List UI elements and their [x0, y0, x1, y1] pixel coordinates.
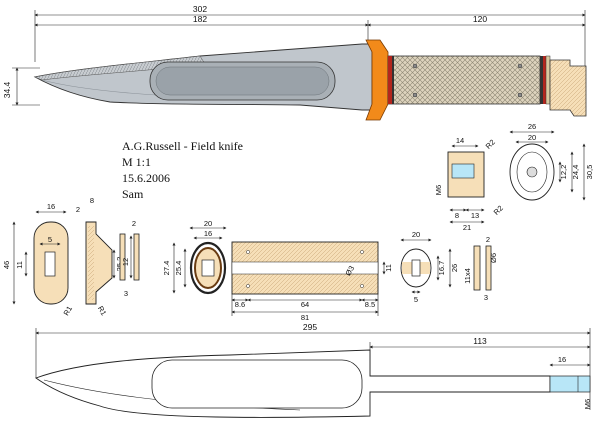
- pommel-detail-front: 26 20 12,2 24,4 30,5: [509, 122, 594, 201]
- spacer-rear-red: [543, 56, 546, 104]
- handle-oval-part: 20 16 27.4 25.4: [162, 219, 227, 295]
- pommel-threaded-hole: [451, 163, 475, 179]
- dim-m6: M6: [434, 185, 443, 195]
- dim-302: 302: [193, 4, 207, 14]
- dim-8: 8: [90, 196, 94, 205]
- dim-r2-top: R2: [484, 138, 497, 151]
- top-view: 302 182 120 34.4: [2, 4, 587, 121]
- guard-detail-front: 16 5 46 11 2 8 R1 R1: [2, 196, 108, 317]
- dim-120: 120: [473, 14, 487, 24]
- dim-27-4: 27.4: [162, 261, 171, 276]
- dim-20: 20: [204, 219, 212, 228]
- dim-26: 26: [450, 264, 459, 272]
- slab-pin-3: [246, 284, 250, 288]
- dim-113: 113: [473, 336, 487, 346]
- dim-46: 46: [2, 261, 11, 269]
- dim-26: 26: [528, 122, 536, 131]
- dim-phi6: Ø6: [489, 253, 498, 263]
- dim-14: 14: [456, 136, 464, 145]
- title-block: A.G.Russell - Field knife M 1:1 15.6.200…: [122, 139, 243, 201]
- dim-phi3: Ø3: [343, 264, 356, 277]
- handle: [387, 55, 541, 105]
- dim-12: 12: [121, 258, 130, 266]
- handle-oval-slot: [201, 259, 215, 277]
- pin-2: [517, 63, 523, 69]
- spacer-rear-band: [545, 55, 551, 105]
- dim-m6: M6: [583, 399, 592, 409]
- title-line-maker: A.G.Russell - Field knife: [122, 139, 243, 153]
- dim-16: 16: [204, 229, 212, 238]
- pommel: [549, 59, 587, 117]
- title-line-author: Sam: [122, 187, 144, 201]
- top-dimension-lines: [12, 10, 586, 106]
- guard-detail-side: 25.2: [85, 221, 124, 305]
- blade-blank-view: 295 113 16 M6: [35, 322, 592, 418]
- slab-pin-2: [360, 250, 364, 254]
- handle-slab-tang-channel: [231, 261, 379, 275]
- dim-2: 2: [486, 235, 490, 244]
- dim-3: 3: [124, 289, 128, 298]
- dim-24-4: 24,4: [571, 165, 580, 180]
- dim-8-6: 8.6: [235, 300, 245, 309]
- dim-16: 16: [558, 355, 566, 364]
- dim-64: 64: [301, 300, 309, 309]
- dim-8: 8: [455, 211, 459, 220]
- slab-pin-4: [360, 284, 364, 288]
- dim-r2-bottom: R2: [492, 204, 505, 217]
- dim-16-7: 16.7: [437, 261, 446, 276]
- dim-2: 2: [76, 205, 80, 214]
- spacer-front: 20 5 16.7 26: [400, 230, 459, 304]
- dim-16: 16: [47, 202, 55, 211]
- dim-8-5: 8.5: [365, 300, 375, 309]
- dim-3: 3: [484, 293, 488, 302]
- dim-11x4: 11x4: [463, 268, 472, 284]
- dim-5: 5: [414, 295, 418, 304]
- dim-34-4: 34.4: [2, 81, 12, 98]
- pommel-center-hole: [526, 166, 538, 178]
- spacer-side: 2 Ø6 11x4 3: [463, 235, 498, 302]
- dim-20: 20: [528, 133, 536, 142]
- dim-25-4: 25.4: [174, 261, 183, 276]
- guard-tang-slot: [44, 251, 56, 277]
- title-line-date: 15.6.2006: [122, 171, 170, 185]
- spacer-front-dark: [392, 56, 394, 104]
- fuller-inner: [155, 66, 330, 96]
- spacer-slot: [411, 259, 421, 277]
- dim-11: 11: [15, 261, 24, 269]
- dim-11: 11: [384, 264, 393, 272]
- pin-1: [412, 63, 418, 69]
- dim-20: 20: [412, 230, 420, 239]
- pin-3: [412, 92, 418, 98]
- guard-thin-plate: 12 2 3: [119, 219, 140, 298]
- dim-182: 182: [193, 14, 207, 24]
- dim-2b: 2: [132, 219, 136, 228]
- dim-295: 295: [303, 322, 317, 332]
- dim-5: 5: [48, 235, 52, 244]
- handle-slab-part: 8.6 64 8.5 81 Ø3 11: [231, 241, 393, 322]
- pin-4: [517, 92, 523, 98]
- blade-blank-fuller: [151, 359, 363, 409]
- dim-r1-left: R1: [62, 304, 75, 317]
- dim-12-2: 12,2: [559, 165, 568, 180]
- pommel-detail-side: 14 R2 M6 8 13 21 R2: [434, 136, 505, 232]
- dim-25-2: 25.2: [115, 257, 124, 272]
- spacer-rear-dark: [540, 56, 543, 104]
- blade-blank-threaded-tip: [549, 375, 591, 393]
- guard: [365, 39, 389, 121]
- dim-81: 81: [301, 313, 309, 322]
- dim-13: 13: [471, 211, 479, 220]
- slab-pin-1: [246, 250, 250, 254]
- spacer-front-red: [388, 56, 392, 104]
- dim-21: 21: [463, 223, 471, 232]
- title-line-scale: M 1:1: [122, 155, 151, 169]
- dim-30-5: 30,5: [585, 165, 594, 180]
- dim-r1-right: R1: [96, 304, 109, 317]
